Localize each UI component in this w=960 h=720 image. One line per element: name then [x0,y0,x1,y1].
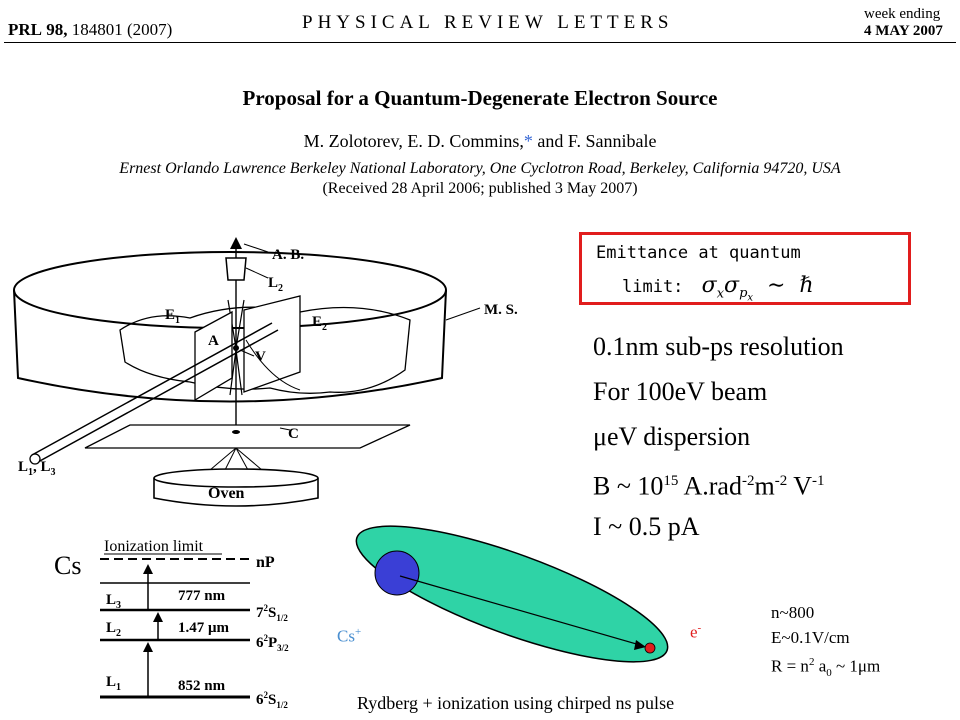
label-l1-l3: L1, L3 [18,459,56,478]
spec-brightness: B ~ 1015 A.rad-2m-2 V-1 [593,471,825,501]
ionization-label: Ionization limit [104,538,204,555]
spec-list: 0.1nm sub-ps resolution For 100eV beam μ… [593,324,844,549]
spec-beam: For 100eV beam [593,377,768,406]
spec-current: I ~ 0.5 pA [593,512,700,541]
label-c: C [288,426,299,442]
laser-l1: L1 [106,674,121,693]
paper-title: Proposal for a Quantum-Degenerate Electr… [242,86,718,110]
emittance-formula: σxσpx ∼ ℏ [701,273,814,304]
article-number: 184801 (2007) [71,20,173,39]
laser-l3: L3 [106,592,121,611]
label-ms: M. S. [484,302,518,318]
cation-label: Cs+ [337,626,362,646]
beam-arrow [230,237,242,249]
electrode-e2 [243,295,301,393]
authors-main: M. Zolotorev, E. D. Commins, [303,131,524,151]
element-label: Cs [54,551,82,580]
emittance-highlight-box: Emittance at quantum limit: σxσpx ∼ ℏ [579,232,911,305]
journal-name: PHYSICAL REVIEW LETTERS [302,12,674,33]
paper-received: (Received 28 April 2006; published 3 May… [322,180,638,197]
label-ab: A. B. [272,247,304,263]
issue-date: 4 MAY 2007 [864,23,943,39]
emittance-line2: limit: σxσpx ∼ ℏ [622,273,814,304]
level-6s: 62S1/2 [256,690,288,710]
wavelength-852: 852 nm [178,678,226,694]
rydberg-radius: R = n2 a0 ~ 1μm [771,656,881,680]
wavelength-777: 777 nm [178,588,226,604]
label-e2: E2 [312,314,327,333]
level-np: nP [256,554,275,571]
emittance-limit-label: limit: [622,277,684,297]
ion-core [374,550,420,596]
magnetic-shield-body [13,289,447,403]
lens-l2 [225,257,247,281]
ionization-trajectory [399,575,641,646]
paper-authors: M. Zolotorev, E. D. Commins,* and F. San… [0,131,960,152]
label-oven: Oven [208,485,245,502]
collimator-plate [84,424,411,449]
level-6p: 62P3/2 [256,633,289,653]
spec-dispersion: μeV dispersion [593,422,751,451]
wavelength-147: 1.47 μm [178,620,230,636]
paper-affiliation: Ernest Orlando Lawrence Berkeley Nationa… [119,160,841,177]
author-footnote-star[interactable]: * [523,131,533,151]
label-v: V [255,349,266,365]
point-a [233,345,239,351]
authors-tail: and F. Sannibale [532,131,657,151]
label-a: A [208,333,219,349]
emittance-line1: Emittance at quantum [596,243,801,263]
journal-volume: 98, [46,20,68,39]
rydberg-caption: Rydberg + ionization using chirped ns pu… [357,693,675,713]
level-7s: 72S1/2 [256,603,288,623]
rydberg-atom-illustration [355,525,669,663]
energy-level-diagram: Ionization limit nP L3 777 nm 72S1/2 L2 … [100,538,289,710]
rydberg-n: n~800 [771,603,815,622]
rydberg-field: E~0.1V/cm [771,628,850,647]
rydberg-orbit [355,525,669,663]
spec-resolution: 0.1nm sub-ps resolution [593,332,844,361]
laser-tube-top [31,322,273,456]
electron-label: e- [690,622,702,642]
header-rule [4,42,956,43]
journal-citation: PRL 98, 184801 (2007) [8,20,172,40]
oven-body [153,478,319,507]
label-l2: L2 [268,275,283,294]
laser-tube-bottom [37,329,279,463]
apparatus-diagram: A. B. L2 M. S. E1 E2 A V C L1, L3 Oven [13,237,518,507]
journal-abbrev: PRL [8,20,42,39]
electron-dot [644,642,656,654]
week-ending-label: week ending [864,6,941,22]
laser-l2: L2 [106,620,121,639]
label-e1: E1 [165,307,180,326]
issue-date-block: week ending 4 MAY 2007 [864,6,952,40]
rydberg-parameters: n~800 E~0.1V/cm R = n2 a0 ~ 1μm [771,600,880,686]
